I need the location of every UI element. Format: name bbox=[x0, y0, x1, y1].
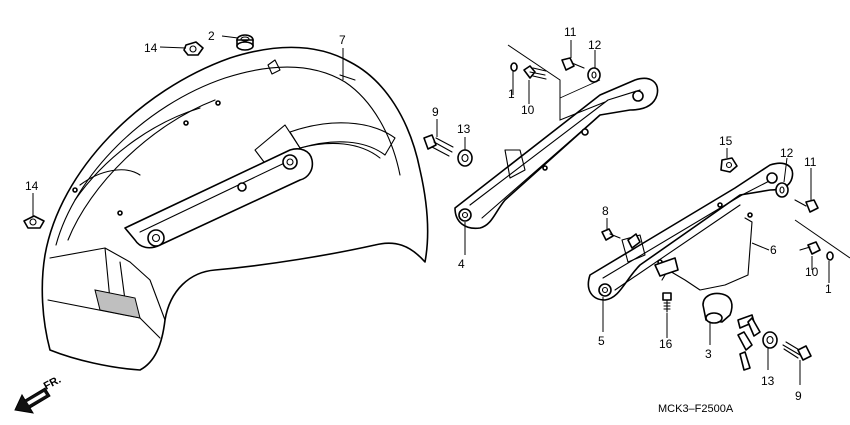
washer-part-12-left bbox=[587, 67, 601, 83]
callout-9-right: 9 bbox=[795, 389, 802, 403]
callout-5: 5 bbox=[598, 334, 605, 348]
grommet-part-2 bbox=[236, 34, 254, 51]
callout-9-left: 9 bbox=[432, 105, 439, 119]
nut-part-1-right bbox=[826, 251, 834, 261]
nut-part-15 bbox=[720, 157, 738, 173]
callout-14-top: 14 bbox=[144, 41, 158, 55]
clip-nut-part-14-top bbox=[183, 41, 204, 56]
callout-1-right: 1 bbox=[825, 282, 832, 296]
callout-11-right: 11 bbox=[804, 155, 817, 169]
bolt-part-11-left bbox=[561, 57, 585, 71]
callout-12-left: 12 bbox=[588, 38, 602, 52]
rear-fender bbox=[41, 46, 429, 371]
collar-part-13-left bbox=[457, 149, 473, 167]
bolt-part-11-right bbox=[794, 199, 819, 213]
helmet-holder-wire-part-6 bbox=[654, 217, 753, 291]
callout-12-right: 12 bbox=[780, 146, 794, 160]
callout-4: 4 bbox=[458, 257, 465, 271]
bolt-part-8 bbox=[601, 228, 621, 241]
callout-14-left: 14 bbox=[25, 179, 39, 193]
callout-labels: 2 14 7 14 9 13 1 10 11 12 4 15 12 11 8 6… bbox=[25, 25, 832, 403]
bolt-part-10-right bbox=[799, 241, 821, 255]
bolt-part-10-left bbox=[523, 65, 547, 80]
arrow-left-down-icon bbox=[14, 387, 51, 414]
callout-11-left: 11 bbox=[564, 25, 577, 39]
bolt-part-9-right bbox=[782, 341, 812, 361]
callout-10-right: 10 bbox=[805, 265, 819, 279]
clip-nut-part-14-left bbox=[23, 215, 45, 229]
grab-rail-part-4 bbox=[454, 77, 659, 230]
callout-6: 6 bbox=[770, 243, 777, 257]
key-lock-part-3 bbox=[702, 292, 761, 371]
callout-8: 8 bbox=[602, 204, 609, 218]
callout-7: 7 bbox=[339, 33, 346, 47]
callout-13-right: 13 bbox=[761, 374, 775, 388]
callout-1-left: 1 bbox=[508, 87, 515, 101]
bolt-part-9-left bbox=[423, 134, 454, 157]
diagram-code: MCK3–F2500A bbox=[658, 403, 734, 415]
collar-part-13-right bbox=[762, 331, 778, 349]
grab-rail-part-5 bbox=[587, 162, 794, 301]
front-indicator: FR. bbox=[42, 374, 63, 393]
callout-2: 2 bbox=[208, 29, 215, 43]
callout-13-left: 13 bbox=[457, 122, 471, 136]
leader-lines bbox=[32, 35, 830, 385]
nut-part-1-left bbox=[510, 62, 518, 72]
washer-part-12-right bbox=[775, 182, 789, 198]
callout-16: 16 bbox=[659, 337, 673, 351]
callout-15: 15 bbox=[719, 134, 733, 148]
bracket-grommet bbox=[627, 233, 641, 249]
callout-3: 3 bbox=[705, 347, 712, 361]
screw-part-16 bbox=[662, 292, 672, 313]
callout-10-left: 10 bbox=[521, 103, 535, 117]
